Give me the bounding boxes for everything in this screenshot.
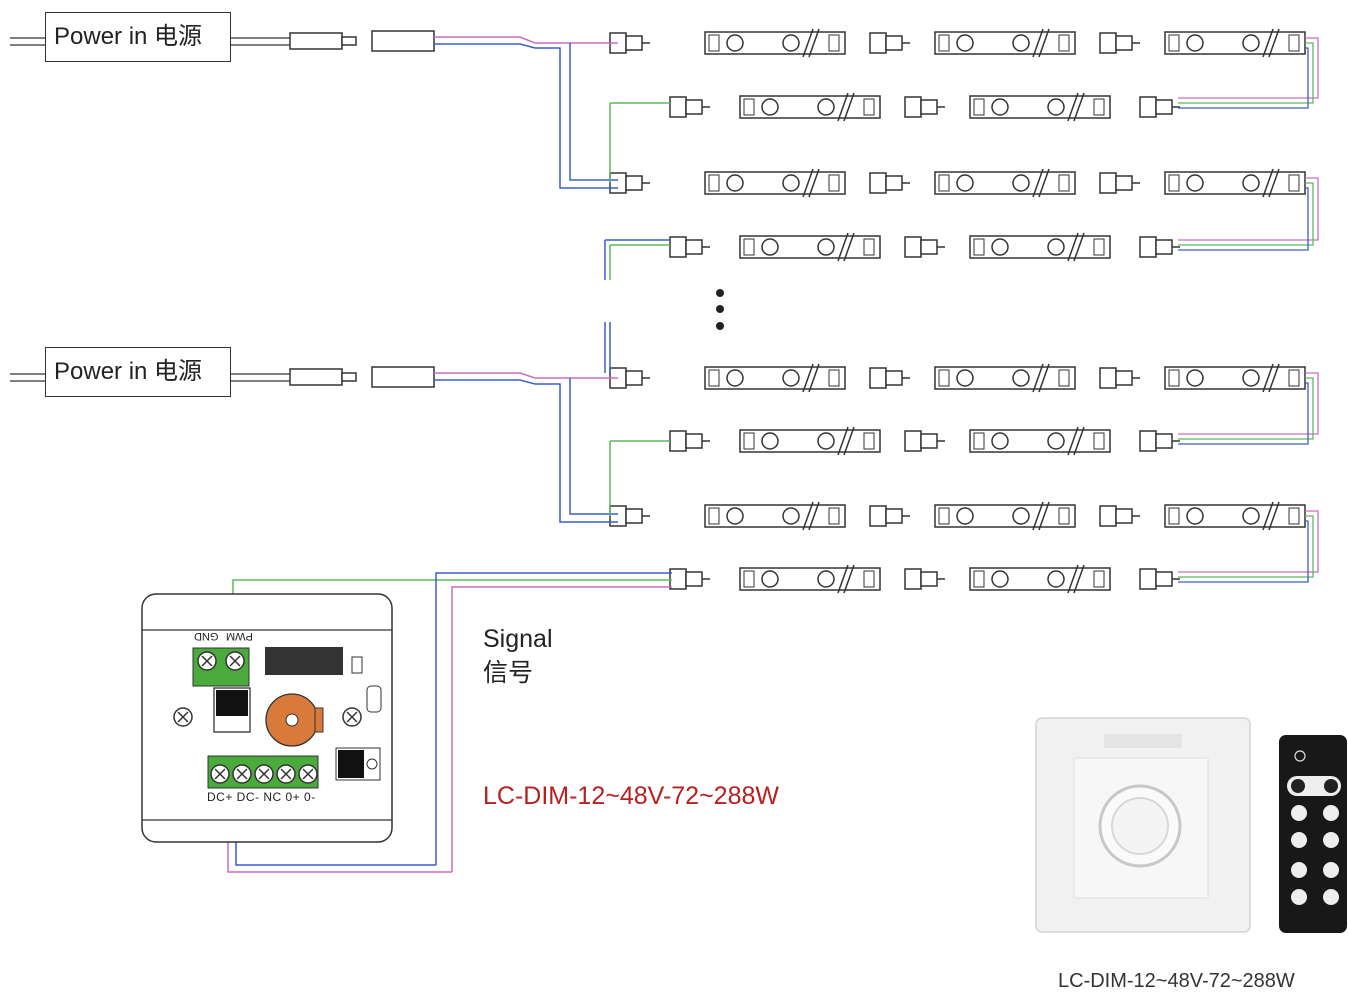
signal-label-cn: 信号 — [483, 659, 534, 687]
led-row — [669, 426, 1181, 456]
led-row — [609, 168, 1306, 198]
pwm-terminal-label: PWM — [226, 630, 253, 642]
power-icon — [1294, 750, 1306, 762]
led-row — [669, 232, 1181, 262]
return-wires — [1178, 37, 1319, 583]
mounting-screw-icon — [173, 707, 193, 727]
power-terminal-labels: DC+ DC- NC 0+ 0- — [207, 790, 316, 804]
model-label: LC-DIM-12~48V-72~288W — [483, 782, 779, 810]
power-in-label-2: Power in 电源 — [45, 347, 231, 397]
power-in-label-1: Power in 电源 — [45, 12, 231, 62]
photo-caption: LC-DIM-12~48V-72~288W — [1058, 970, 1295, 992]
ic-chip — [265, 647, 343, 675]
led-row — [669, 564, 1181, 594]
signal-label-en: Signal — [483, 625, 553, 653]
gnd-terminal-label: GND — [194, 630, 219, 642]
led-row — [669, 92, 1181, 122]
led-row — [609, 28, 1306, 58]
remote-control-photo — [1279, 735, 1347, 933]
wall-dimmer-photo — [1035, 717, 1251, 933]
mounting-screw-icon — [342, 707, 362, 727]
continuation-dots — [716, 289, 724, 330]
led-row — [609, 501, 1306, 531]
signal-label: Signal 信号 — [483, 622, 553, 690]
led-row — [609, 363, 1306, 393]
power-wires — [10, 30, 670, 523]
controller-board — [141, 593, 393, 843]
led-module-rows — [609, 28, 1306, 594]
